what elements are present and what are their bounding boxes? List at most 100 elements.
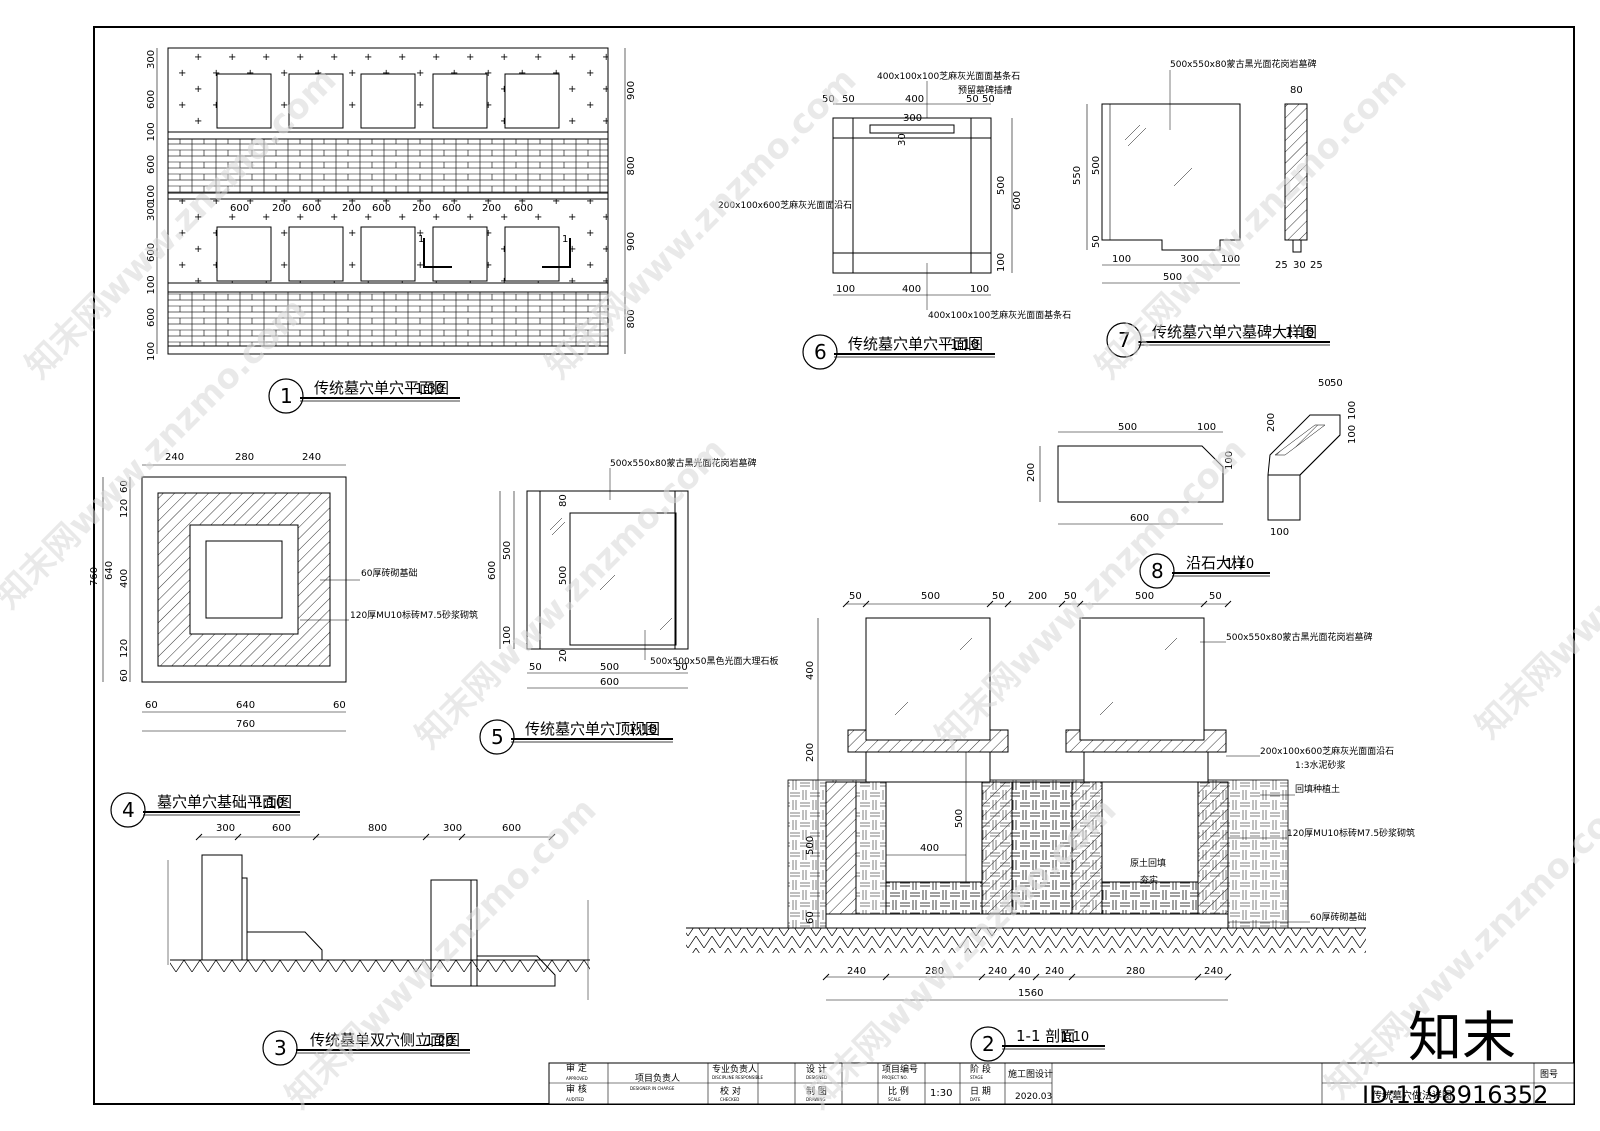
- dim-tick: [862, 600, 870, 608]
- v7-dim-100b: 100: [1221, 254, 1240, 265]
- view-title-text: 沿石大样: [1186, 554, 1246, 572]
- v5-dim-50a: 50: [529, 662, 542, 673]
- v8-dim-100r: 100: [1224, 451, 1235, 470]
- view-title-text: 传统墓穴单穴平面图: [314, 379, 449, 397]
- v4-dim-120a: 120: [119, 499, 130, 518]
- v2-dim-500: 500: [805, 836, 816, 855]
- v7-dim-30: 30: [1293, 260, 1306, 271]
- v2-dim-bottom-0: 240: [847, 966, 866, 977]
- tb-design-en: DESIGNED: [806, 1075, 827, 1080]
- tb-drawn-en: DRAWING: [806, 1097, 825, 1102]
- v4-note-brick-base: 60厚砖砌基础: [361, 567, 417, 579]
- view-title-text: 传统墓穴单穴顶视图: [525, 720, 660, 738]
- dim-tick: [312, 833, 320, 841]
- v4-dim-640v: 640: [104, 561, 115, 580]
- v8-dim-500: 500: [1118, 422, 1137, 433]
- v1-dim-right-3: 800: [626, 309, 637, 328]
- tb-pm: 项目负责人: [635, 1072, 680, 1084]
- v7-dim-100a: 100: [1112, 254, 1131, 265]
- dim-tick: [1068, 973, 1076, 981]
- watermark-logo: 知末: [1408, 1006, 1516, 1069]
- v4-note-brick-wall: 120厚MU10标砖M7.5砂浆砌筑: [350, 609, 478, 621]
- grave-cell: [360, 226, 416, 282]
- v4-dim-120b: 120: [119, 639, 130, 658]
- tb-date: 日 期: [970, 1086, 991, 1097]
- v2-dim-top-2: 50: [992, 591, 1005, 602]
- dim-tick: [1224, 600, 1232, 608]
- tb-design: 设 计: [806, 1063, 827, 1075]
- v1-dim-left-4: 100: [146, 185, 157, 204]
- v4-dim-60b: 60: [119, 669, 130, 682]
- tb-date-val: 2020.03: [1015, 1092, 1052, 1102]
- v2-dim-bottom-1: 280: [925, 966, 944, 977]
- view-number-circle: [970, 1026, 1006, 1062]
- grave-cell: [216, 73, 272, 129]
- v1-dim-right-2: 900: [626, 232, 637, 251]
- v2-note-tablet: 500x550x80蒙古黑光面花岗岩墓碑: [1226, 631, 1372, 643]
- view-number: 7: [1118, 328, 1131, 352]
- dim-tick: [986, 600, 994, 608]
- grave-cell: [504, 73, 560, 129]
- v1-dim-mid-0: 600: [230, 203, 249, 214]
- view-8-edge-stone: 500 100 200 100 600 50 50 100 100 200 10…: [1026, 378, 1358, 538]
- tb-stage: 阶 段: [970, 1063, 991, 1075]
- v6-dim-50c: 50: [966, 94, 979, 105]
- watermark-5: 知末网www.znzmo.com: [408, 430, 734, 756]
- v4-dim-760v: 760: [89, 567, 100, 586]
- v1-dim-left-9: 100: [146, 342, 157, 361]
- v5-dim-500m: 500: [558, 566, 569, 585]
- view-6-plan: 50 50 400 50 50 300 30 500 600 100 100 4…: [718, 70, 1071, 321]
- v8-iso-100c: 100: [1270, 527, 1289, 538]
- v2-note-stone-200: 200x100x600芝麻灰光面面沿石: [1260, 745, 1394, 757]
- view-title-text: 墓穴单穴基础平面图: [157, 793, 292, 811]
- v6-dim-30: 30: [897, 133, 908, 146]
- v2-dim-1560: 1560: [1018, 988, 1043, 999]
- view-number: 5: [491, 725, 504, 749]
- v6-dim-50a: 50: [822, 94, 835, 105]
- dim-tick: [1032, 973, 1040, 981]
- v6-note-stone-400b: 400x100x100芝麻灰光面面基条石: [928, 309, 1071, 321]
- v4-dim-240a: 240: [165, 452, 184, 463]
- v5-dim-500: 500: [600, 662, 619, 673]
- tb-discipline-en: DISCIPLINE RESPONSIBLE: [712, 1075, 763, 1080]
- view-number: 8: [1151, 559, 1164, 583]
- v4-dim-60a: 60: [119, 480, 130, 493]
- v1-dim-left-1: 600: [146, 90, 157, 109]
- v2-note-backfill: 回填种植土: [1295, 783, 1340, 795]
- view-4-foundation-plan: 240 280 240 760 640 60 120 400 120 60 60…: [89, 452, 478, 732]
- section-mark-left: 1: [418, 234, 424, 245]
- v3-dim-300a: 300: [216, 823, 235, 834]
- dim-tick: [822, 973, 830, 981]
- dim-tick: [1058, 600, 1066, 608]
- view-scale: 1:10: [628, 723, 657, 738]
- tb-discipline: 专业负责人: [712, 1063, 757, 1075]
- v2-note-brick-wall: 120厚MU10标砖M7.5砂浆砌筑: [1287, 827, 1415, 839]
- grave-cell: [432, 73, 488, 129]
- v2-dim-top-3: 200: [1028, 591, 1047, 602]
- tb-sheet-no: 图号: [1540, 1069, 1558, 1080]
- v5-dim-80: 80: [558, 494, 569, 507]
- v3-dim-300b: 300: [443, 823, 462, 834]
- v1-dim-left-0: 300: [146, 50, 157, 69]
- dim-tick: [234, 833, 242, 841]
- v4-dim-760: 760: [236, 719, 255, 730]
- v2-dim-500i: 500: [954, 809, 965, 828]
- v2-dim-top-5: 500: [1135, 591, 1154, 602]
- grave-cell: [432, 226, 488, 282]
- tb-stage-val: 施工图设计: [1008, 1068, 1053, 1080]
- view-scale: 1:10: [1060, 1030, 1089, 1045]
- v1-dim-left-8: 600: [146, 308, 157, 327]
- v8-iso-50a: 50: [1318, 378, 1331, 389]
- v8-iso-100b: 100: [1347, 425, 1358, 444]
- v5-dim-600: 600: [600, 677, 619, 688]
- v7-note-tablet: 500x550x80蒙古黑光面花岗岩墓碑: [1170, 58, 1316, 70]
- v6-dim-100r: 100: [996, 253, 1007, 272]
- view-title-text: 传统墓单双穴侧立面图: [310, 1031, 460, 1049]
- v8-dim-600: 600: [1130, 513, 1149, 524]
- v2-note-soil-fill: 原土回填: [1130, 857, 1166, 869]
- v4-dim-60d: 60: [333, 700, 346, 711]
